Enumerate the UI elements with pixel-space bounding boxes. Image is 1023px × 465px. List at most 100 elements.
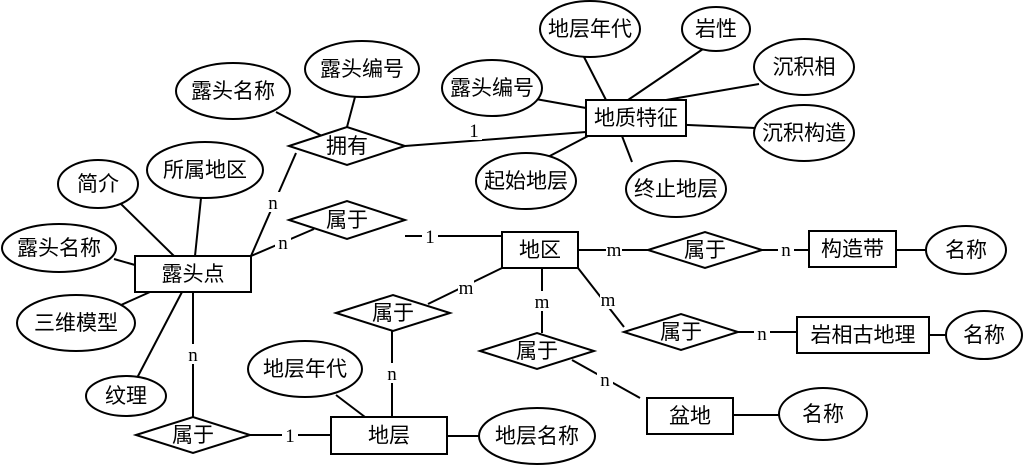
relationship-rel_strat_region[interactable]: 属于: [332, 293, 454, 333]
cardinality-bg: [778, 239, 794, 259]
attribute-ellipse: [925, 225, 1007, 275]
relationship-rel_have[interactable]: 拥有: [285, 125, 409, 167]
attribute-label: 简介: [77, 172, 119, 196]
entity-label: 地区: [519, 238, 561, 262]
attribute-g_end[interactable]: 终止地层: [625, 160, 727, 218]
relationship-diamond: [285, 199, 409, 241]
attribute-r_id[interactable]: 露头编号: [304, 40, 420, 98]
attribute-b_name[interactable]: 名称: [778, 387, 868, 441]
attribute-ellipse: [1, 223, 117, 273]
attribute-link-s_age: [335, 394, 366, 418]
attribute-link-a_intro: [119, 202, 175, 257]
entity-box: [796, 316, 930, 354]
attribute-r_name[interactable]: 露头名称: [175, 62, 291, 120]
cardinality-bg: [185, 344, 201, 364]
cardinality-bg: [600, 289, 616, 309]
attribute-label: 三维模型: [34, 311, 118, 335]
attribute-label: 沉积构造: [762, 121, 846, 145]
attribute-label: 露头名称: [17, 236, 101, 260]
entity-box: [585, 99, 687, 137]
attribute-ellipse: [478, 407, 596, 465]
relationship-label: 属于: [326, 208, 368, 232]
attribute-label: 地层名称: [495, 424, 579, 448]
attribute-a_region[interactable]: 所属地区: [146, 141, 264, 199]
cardinality-label: 1: [469, 121, 479, 142]
entity-outcrop[interactable]: 露头点: [134, 255, 252, 293]
attribute-g_lith[interactable]: 岩性: [681, 6, 751, 52]
cardinality-bg: [534, 291, 550, 311]
relationship-diamond: [644, 230, 766, 270]
relationship-rel_litho[interactable]: 属于: [620, 312, 742, 352]
attribute-g_start[interactable]: 起始地层: [475, 152, 577, 210]
entity-tect[interactable]: 构造带: [808, 230, 897, 268]
attribute-ellipse: [57, 159, 139, 209]
attribute-g_facies[interactable]: 沉积相: [753, 38, 855, 96]
attribute-label: 地层年代: [263, 357, 347, 381]
entity-label: 岩相古地理: [811, 323, 916, 347]
attribute-ellipse: [146, 141, 264, 199]
attribute-g_id[interactable]: 露头编号: [441, 59, 543, 117]
entity-label: 构造带: [821, 237, 884, 261]
relationship-rel_in_region[interactable]: 属于: [285, 199, 409, 241]
entity-label: 露头点: [162, 262, 225, 286]
cardinality-label: 1: [285, 426, 295, 447]
attribute-g_struct[interactable]: 沉积构造: [753, 104, 855, 162]
attribute-a_intro[interactable]: 简介: [57, 159, 139, 209]
attribute-a_3d[interactable]: 三维模型: [16, 294, 136, 352]
entity-region[interactable]: 地区: [501, 231, 579, 269]
attribute-link-a_tex: [136, 291, 183, 379]
entity-litho[interactable]: 岩相古地理: [796, 316, 930, 354]
attribute-ellipse: [753, 104, 855, 162]
entity-geo[interactable]: 地质特征: [585, 99, 687, 137]
attribute-label: 地层年代: [548, 17, 632, 41]
attribute-label: 名称: [802, 402, 844, 426]
cardinality-bg: [597, 369, 613, 389]
entity-box: [501, 231, 579, 269]
attribute-a_tex[interactable]: 纹理: [85, 375, 167, 417]
relationship-rel_tect[interactable]: 属于: [644, 230, 766, 270]
relationship-label: 属于: [660, 320, 702, 344]
attribute-a_oname[interactable]: 露头名称: [1, 223, 117, 273]
relationship-rel_basin[interactable]: 属于: [476, 331, 598, 371]
attribute-label: 露头编号: [320, 57, 404, 81]
relationship-label: 属于: [516, 339, 558, 363]
attribute-s_age[interactable]: 地层年代: [247, 340, 363, 398]
attribute-ellipse: [304, 40, 420, 98]
attribute-s_name[interactable]: 地层名称: [478, 407, 596, 465]
attribute-link-a_oname: [113, 258, 136, 266]
attribute-g_age[interactable]: 地层年代: [539, 0, 641, 58]
attribute-link-g_age: [583, 56, 607, 101]
cardinality-label: n: [278, 233, 288, 254]
attribute-label: 岩性: [695, 17, 737, 41]
relationship-label: 属于: [372, 301, 414, 325]
attribute-label: 终止地层: [634, 177, 718, 201]
cardinality-label: m: [601, 290, 616, 311]
attribute-ellipse: [16, 294, 136, 352]
attribute-link-g_facies: [665, 83, 760, 101]
relationship-diamond: [132, 415, 254, 455]
entity-basin[interactable]: 盆地: [646, 397, 734, 435]
entity-box: [808, 230, 897, 268]
attribute-label: 纹理: [105, 384, 147, 408]
attribute-ellipse: [945, 310, 1023, 360]
cardinality-bg: [754, 323, 770, 343]
attribute-l_name[interactable]: 名称: [945, 310, 1023, 360]
attribute-ellipse: [753, 38, 855, 96]
entity-box: [646, 397, 734, 435]
cardinality-label: n: [757, 324, 767, 345]
attribute-ellipse: [681, 6, 751, 52]
attribute-ellipse: [539, 0, 641, 58]
attribute-t_name[interactable]: 名称: [925, 225, 1007, 275]
attribute-ellipse: [247, 340, 363, 398]
attribute-ellipse: [778, 387, 868, 441]
attribute-link-g_start: [543, 135, 589, 160]
entity-stratum[interactable]: 地层: [330, 416, 448, 455]
cardinality-label: m: [535, 292, 550, 313]
cardinality-label: 1: [425, 227, 435, 248]
cardinality-bg: [466, 120, 482, 140]
attribute-label: 露头名称: [191, 79, 275, 103]
attribute-ellipse: [441, 59, 543, 117]
relationship-rel_outcrop_strat[interactable]: 属于: [132, 415, 254, 455]
cardinality-bg: [606, 239, 622, 259]
attribute-ellipse: [625, 160, 727, 218]
